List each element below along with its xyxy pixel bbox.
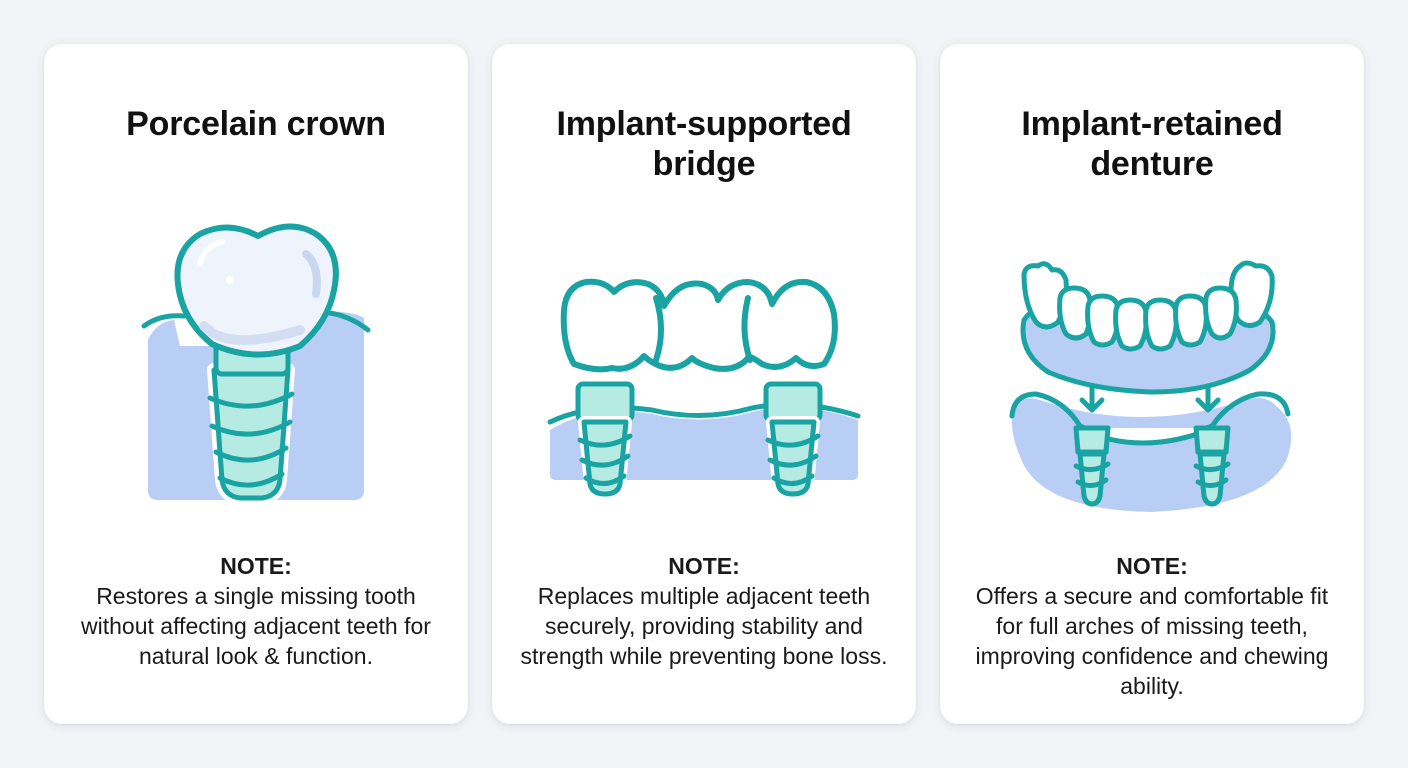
- note-text: Replaces multiple adjacent teeth securel…: [520, 583, 888, 669]
- crown: [174, 223, 339, 358]
- note-text: Restores a single missing tooth without …: [81, 583, 431, 669]
- denture-teeth: [1021, 260, 1275, 352]
- bridge-crowns: [560, 278, 838, 373]
- card-title: Porcelain crown: [126, 105, 386, 143]
- card-porcelain-crown: Porcelain crown NOTE: Restores a single …: [44, 44, 468, 724]
- implant-bridge-illustration: [547, 278, 861, 500]
- card-implant-denture: Implant-retained denture: [940, 44, 1364, 724]
- card-implant-bridge: Implant-supported bridge NOTE: Replaces …: [492, 44, 916, 724]
- implant-left: [575, 381, 635, 500]
- card-title: Implant-retained denture: [1021, 105, 1283, 183]
- note-label: NOTE:: [668, 553, 740, 579]
- implant-denture-illustration: [1009, 260, 1292, 512]
- implant-left: [1073, 425, 1111, 507]
- implant-screw: [207, 331, 295, 505]
- note-text: Offers a secure and comfortable fit for …: [975, 583, 1329, 699]
- down-arrow-icons: [1079, 383, 1221, 413]
- note: NOTE: Restores a single missing tooth wi…: [68, 552, 444, 671]
- note: NOTE: Offers a secure and comfortable fi…: [964, 552, 1340, 701]
- porcelain-crown-illustration: [141, 223, 371, 505]
- note-label: NOTE:: [1116, 553, 1188, 579]
- card-title: Implant-supported bridge: [556, 105, 852, 183]
- implant-right: [1193, 425, 1231, 507]
- jaw-arch: [1012, 398, 1292, 512]
- implant-right: [763, 381, 823, 500]
- note: NOTE: Replaces multiple adjacent teeth s…: [516, 552, 892, 671]
- note-label: NOTE:: [220, 553, 292, 579]
